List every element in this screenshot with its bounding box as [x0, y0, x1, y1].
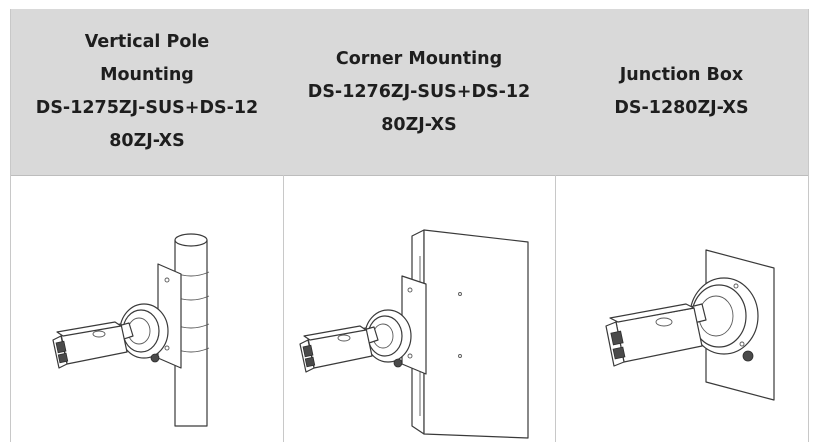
junction-box-illustration [605, 249, 775, 401]
vertical-pole-mount-illustration [52, 233, 210, 427]
header-line: Mounting [100, 65, 194, 85]
column-divider [555, 175, 556, 442]
header-cell-corner-mounting: Corner Mounting DS-1276ZJ-SUS+DS-12 80ZJ… [283, 9, 555, 175]
image-cell-vertical-pole [11, 176, 283, 442]
header-title-vertical-pole: Vertical Pole Mounting DS-1275ZJ-SUS+DS-… [36, 26, 258, 158]
header-line: 80ZJ-XS [109, 131, 185, 151]
header-cell-vertical-pole: Vertical Pole Mounting DS-1275ZJ-SUS+DS-… [11, 9, 283, 175]
header-title-corner-mounting: Corner Mounting DS-1276ZJ-SUS+DS-12 80ZJ… [308, 43, 530, 142]
image-cell-junction-box [556, 176, 808, 442]
header-line: DS-1275ZJ-SUS+DS-12 [35, 98, 259, 118]
image-cell-corner-mounting [284, 176, 555, 442]
corner-mount-illustration [299, 229, 529, 439]
header-line: Vertical Pole [84, 32, 210, 52]
table-header-row: Vertical Pole Mounting DS-1275ZJ-SUS+DS-… [11, 9, 808, 176]
header-line: DS-1280ZJ-XS [614, 98, 749, 118]
column-divider [283, 175, 284, 442]
header-line: DS-1276ZJ-SUS+DS-12 [307, 81, 531, 102]
header-title-junction-box: Junction Box DS-1280ZJ-XS [614, 59, 748, 125]
header-line: 80ZJ-XS [381, 114, 457, 135]
mounting-table: Vertical Pole Mounting DS-1275ZJ-SUS+DS-… [10, 9, 809, 442]
header-line: Corner Mounting [335, 48, 503, 69]
header-line: Junction Box [619, 65, 744, 85]
header-cell-junction-box: Junction Box DS-1280ZJ-XS [555, 9, 808, 175]
